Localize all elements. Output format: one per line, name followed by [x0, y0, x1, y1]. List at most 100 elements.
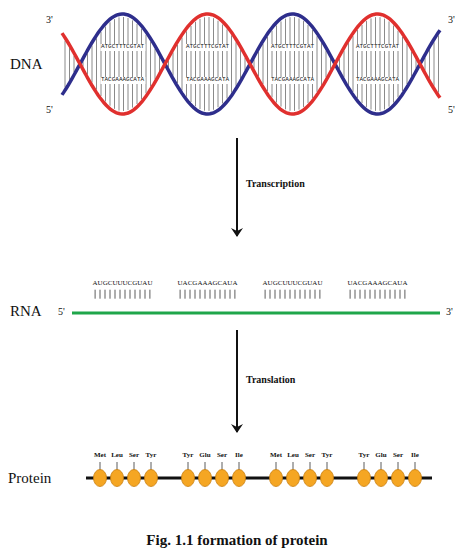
process-name: Translation — [246, 374, 295, 385]
amino-acid-name: Glu — [199, 452, 210, 460]
base-tick — [95, 290, 96, 299]
base-tick — [220, 290, 221, 299]
rna-sequence: AUGCUUUCGUAU — [93, 280, 153, 288]
amino-acid-bead — [287, 470, 300, 487]
base-pair-line — [276, 25, 277, 102]
base-pair-line — [321, 43, 322, 85]
rna-base-ticks — [95, 290, 405, 299]
base-tick — [380, 290, 381, 299]
rna-sequence: AUGCUUUCGUAU — [263, 280, 323, 288]
dna-sequence: TACGAAAGCATA — [185, 77, 230, 84]
base-pair-line — [218, 21, 219, 108]
amino-acid-name: Tyr — [183, 452, 194, 460]
amino-acid-bead — [216, 470, 229, 487]
base-pair-line — [119, 17, 120, 110]
bead-stem — [151, 462, 152, 470]
base-tick — [300, 290, 301, 299]
base-pair-line — [141, 29, 142, 99]
bead-stem — [310, 462, 311, 470]
base-tick — [145, 290, 146, 299]
base-pair-line — [159, 57, 160, 71]
bead-stem — [293, 462, 294, 470]
base-pair-line — [204, 17, 205, 110]
amino-acid-beads — [94, 462, 422, 487]
base-tick — [205, 290, 206, 299]
bead-stem — [327, 462, 328, 470]
base-tick — [110, 290, 111, 299]
base-tick — [234, 290, 235, 299]
base-pair-line — [128, 18, 129, 110]
base-tick — [285, 290, 286, 299]
process-name: Transcription — [246, 178, 305, 189]
bead-stem — [239, 462, 240, 470]
amino-acid-name: Leu — [111, 452, 123, 460]
base-pair-line — [155, 49, 156, 79]
amino-acid-name: Ser — [129, 452, 139, 460]
amino-acid-bead — [145, 470, 158, 487]
base-pair-line — [353, 36, 354, 92]
base-tick — [400, 290, 401, 299]
base-tick — [190, 290, 191, 299]
base-pair-line — [290, 17, 291, 111]
base-pair-line — [213, 18, 214, 110]
base-pair-line — [326, 51, 327, 78]
base-pair-line — [191, 26, 192, 102]
base-pair-line — [267, 37, 268, 91]
base-pair-line — [389, 21, 390, 106]
base-pair-line — [348, 43, 349, 85]
base-pair-line — [96, 38, 97, 89]
base-pair-line — [344, 51, 345, 78]
base-tick — [315, 290, 316, 299]
base-tick — [270, 290, 271, 299]
base-pair-line — [281, 21, 282, 106]
base-tick — [365, 290, 366, 299]
base-pair-line — [312, 30, 313, 98]
base-tick — [375, 290, 376, 299]
base-pair-line — [317, 36, 318, 92]
base-tick — [280, 290, 281, 299]
base-tick — [135, 290, 136, 299]
rna-sequence: UACGAAAGCAUA — [178, 280, 238, 288]
base-pair-line — [236, 42, 237, 85]
base-pair-line — [105, 27, 106, 102]
base-pair-line — [272, 31, 273, 98]
base-pair-line — [285, 19, 286, 110]
base-pair-line — [195, 22, 196, 106]
base-tick — [275, 290, 276, 299]
strand-end: 5' — [58, 306, 65, 317]
amino-acid-name: Leu — [287, 452, 299, 460]
base-tick — [115, 290, 116, 299]
amino-acid-bead — [199, 470, 212, 487]
bead-stem — [381, 462, 382, 470]
amino-acid-bead — [321, 470, 334, 487]
bead-stem — [364, 462, 365, 470]
dna-sequence: ATGCTTTCGTAT — [185, 44, 230, 51]
bead-stem — [117, 462, 118, 470]
dna-sequence: TACGAAAGCATA — [355, 77, 400, 84]
base-pair-line — [416, 60, 417, 69]
strand-end: 3' — [448, 14, 455, 25]
base-pair-line — [254, 60, 255, 69]
base-pair-line — [299, 18, 300, 109]
amino-acid-bead — [375, 470, 388, 487]
base-tick — [385, 290, 386, 299]
base-tick — [310, 290, 311, 299]
base-pair-line — [407, 44, 408, 84]
process-arrow — [236, 330, 238, 432]
base-pair-line — [182, 38, 183, 91]
base-pair-line — [146, 35, 147, 94]
molecule-name: RNA — [10, 303, 42, 320]
base-pair-line — [438, 35, 439, 92]
base-pair-line — [294, 17, 295, 111]
base-pair-line — [101, 32, 102, 96]
bead-stem — [205, 462, 206, 470]
base-pair-line — [366, 21, 367, 107]
base-pair-line — [69, 48, 70, 80]
base-pair-line — [303, 21, 304, 107]
bead-stem — [188, 462, 189, 470]
base-pair-line — [393, 25, 394, 102]
base-pair-line — [222, 24, 223, 103]
dna-sequence: ATGCTTTCGTAT — [270, 44, 315, 51]
dna-sequence: TACGAAAGCATA — [270, 77, 315, 84]
